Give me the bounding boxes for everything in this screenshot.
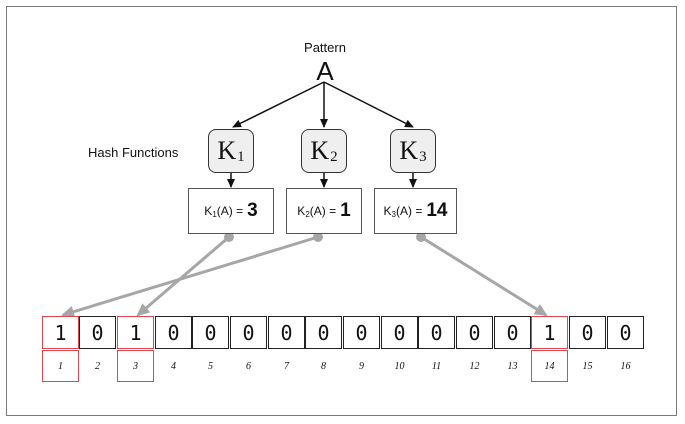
result-call: (A) = [395, 204, 423, 218]
bit-cell: 0 [155, 316, 192, 349]
hash-function-subscript: 2 [330, 148, 338, 165]
arrow-pattern-to-k1 [232, 81, 325, 128]
bit-cell: 0 [305, 316, 342, 349]
bit-index-label: 3 [117, 350, 154, 382]
bit-index-label: 16 [620, 360, 631, 372]
hash-function-subscript: 3 [419, 148, 427, 165]
arrow-k3-to-bit-14 [420, 235, 548, 317]
bit-cell: 0 [569, 316, 606, 349]
pattern-to-hash-arrows [232, 81, 414, 128]
arrow-k1-to-bit-3 [136, 235, 230, 317]
bit-index-label: 8 [321, 360, 326, 372]
result-value: 3 [247, 200, 258, 221]
hash-function-letter: K [399, 136, 419, 165]
bit-index-label: 12 [469, 360, 480, 372]
bit-index-label: 5 [208, 360, 213, 372]
bit-cell: 0 [456, 316, 493, 349]
diagram-frame [6, 6, 677, 416]
result-to-bit-arrows [61, 232, 548, 318]
arrow-pattern-to-k3 [323, 81, 414, 128]
result-letter: K [204, 204, 213, 218]
hash-function-letter: K [217, 136, 237, 165]
hash-functions-label: Hash Functions [88, 145, 179, 160]
result-subscript: 3 [391, 209, 396, 219]
result-value: 14 [426, 200, 448, 221]
bit-index-label: 4 [171, 360, 176, 372]
result-subscript: 1 [212, 209, 217, 219]
bit-index-label: 10 [394, 360, 405, 372]
hash-function-subscript: 1 [237, 148, 245, 165]
bit-cell: 0 [381, 316, 418, 349]
bit-index-label: 14 [531, 350, 568, 382]
arrow-k2-to-bit-1 [61, 235, 319, 318]
hash-function-letter: K [310, 136, 330, 165]
bit-index-label: 7 [284, 360, 289, 372]
bit-cell: 1 [117, 316, 154, 349]
bit-cell: 0 [343, 316, 380, 349]
bit-cell: 0 [79, 316, 116, 349]
result-letter: K [383, 204, 392, 218]
bit-cell: 0 [192, 316, 229, 349]
bit-index-label: 11 [431, 360, 442, 372]
pattern-value: A [316, 56, 334, 86]
bit-index-label: 9 [359, 360, 364, 372]
bit-index-label: 2 [95, 360, 100, 372]
pattern-label: Pattern [304, 40, 346, 55]
bit-cell: 1 [531, 316, 568, 349]
bit-index-label: 15 [582, 360, 593, 372]
result-letter: K [297, 204, 306, 218]
bit-cell: 1 [42, 316, 79, 349]
result-call: (A) = [216, 204, 244, 218]
result-call: (A) = [309, 204, 337, 218]
result-value: 1 [340, 200, 351, 221]
bit-cell: 0 [494, 316, 531, 349]
bit-index-label: 6 [246, 360, 251, 372]
bit-cell: 0 [418, 316, 455, 349]
result-subscript: 2 [305, 209, 310, 219]
bit-index-label: 13 [507, 360, 518, 372]
bit-cell: 0 [230, 316, 267, 349]
bit-cell: 0 [607, 316, 644, 349]
bit-index-label: 1 [42, 350, 79, 382]
bit-cell: 0 [268, 316, 305, 349]
hash-to-result-arrows [227, 173, 417, 188]
